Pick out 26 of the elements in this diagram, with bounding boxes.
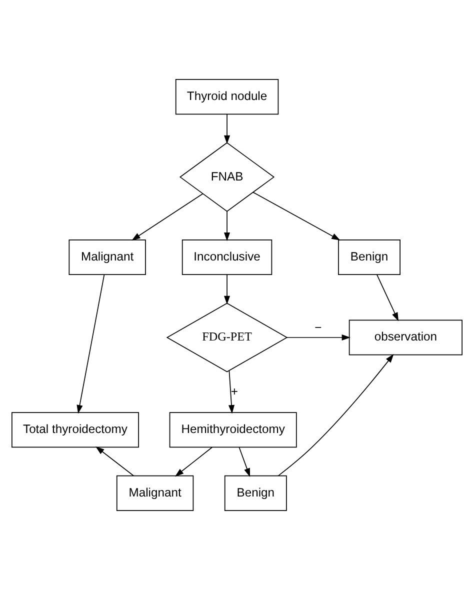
edge-label: + [230,384,238,398]
arrow [174,446,213,477]
edge-label: − [314,320,322,335]
node-box: Malignant [116,475,194,511]
node-diamond: FDG-PET [166,302,288,372]
arrow [96,446,134,476]
arrow [252,192,340,240]
arrow [286,334,350,341]
node-box: Total thyroidectomy [12,412,139,448]
node-box: Hemithyroidectomy [169,412,297,448]
arrow [224,211,230,242]
node-box: Inconclusive [182,240,272,276]
arrow [238,446,250,477]
arrow [224,114,230,144]
node-box: Benign [338,240,400,276]
node-box: observation [348,320,462,356]
arrow [228,370,235,414]
arrow [278,354,394,476]
node-box: Thyroid nodule [175,79,279,115]
arrow [76,274,105,414]
arrow [224,274,230,305]
node-box: Malignant [68,240,146,276]
node-box: Benign [224,475,287,511]
node-diamond: FNAB [179,142,275,212]
arrow [132,193,204,240]
arrow [376,274,399,322]
